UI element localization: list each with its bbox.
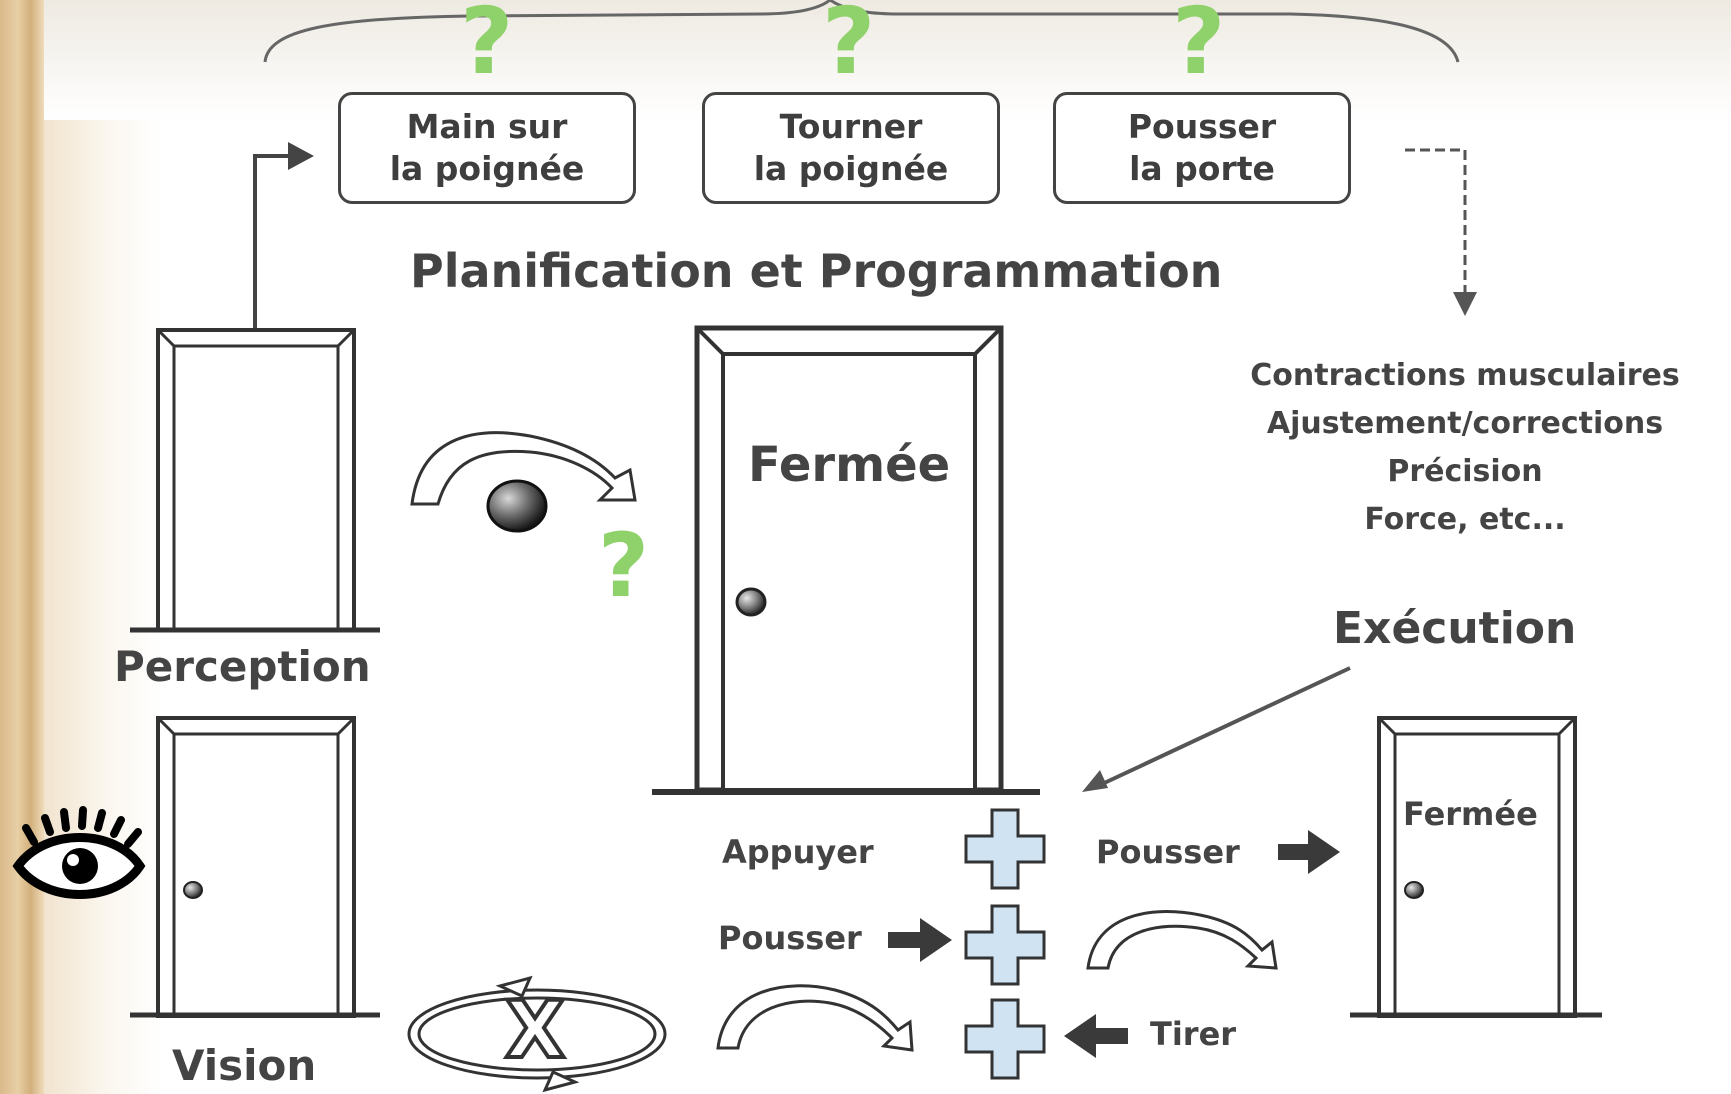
rotate-arrow-icon [716,984,914,1052]
steps-to-execution-arrow [1405,148,1467,296]
door-knob-icon [735,587,767,617]
action-push-label-1: Pousser [1096,833,1240,871]
top-brace [263,0,1460,63]
center-door [652,325,1040,795]
eye-icon [12,806,146,899]
vision-door [130,716,380,1018]
door-knob-icon [183,881,203,899]
vision-label: Vision [172,1041,317,1090]
question-mark-1: ? [460,0,514,95]
action-press-label: Appuyer [722,833,874,871]
plus-icon [964,998,1046,1080]
rotate-arrow-icon [410,431,637,506]
execution-label: Exécution [1333,603,1577,654]
circular-arrows-icon [407,975,667,1093]
question-mark-2: ? [822,0,876,95]
arrow-right-icon [1278,830,1340,874]
arrow-left-icon [1064,1014,1128,1058]
perception-label: Perception [114,642,371,691]
door-knob-icon [486,479,548,533]
execution-detail-item: Force, etc... [1364,502,1566,537]
execution-pointer-arrow [1099,666,1351,787]
result-door [1350,716,1602,1018]
perception-door [130,328,380,633]
action-pull-label: Tirer [1150,1015,1237,1053]
cross-mark: X [503,986,567,1076]
door-knob-icon [1404,881,1424,899]
plus-icon [964,808,1046,890]
door-closed-label: Fermée [748,437,951,493]
execution-detail-item: Précision [1387,454,1543,489]
rotate-arrow-icon [1086,910,1278,970]
parchment-border [0,0,44,1094]
question-mark-3: ? [1172,0,1226,95]
action-push-label-2: Pousser [718,919,862,957]
perception-to-steps-arrow [253,154,290,330]
execution-detail-item: Ajustement/corrections [1266,406,1664,441]
plus-icon [964,904,1046,986]
execution-details: Contractions musculaires Ajustement/corr… [1200,352,1730,544]
question-mark-4: ? [598,514,650,617]
result-door-label: Fermée [1403,795,1538,833]
execution-detail-item: Contractions musculaires [1250,358,1680,393]
planning-label: Planification et Programmation [410,244,1223,298]
border-fade [44,0,164,1094]
arrow-right-icon [888,918,952,962]
